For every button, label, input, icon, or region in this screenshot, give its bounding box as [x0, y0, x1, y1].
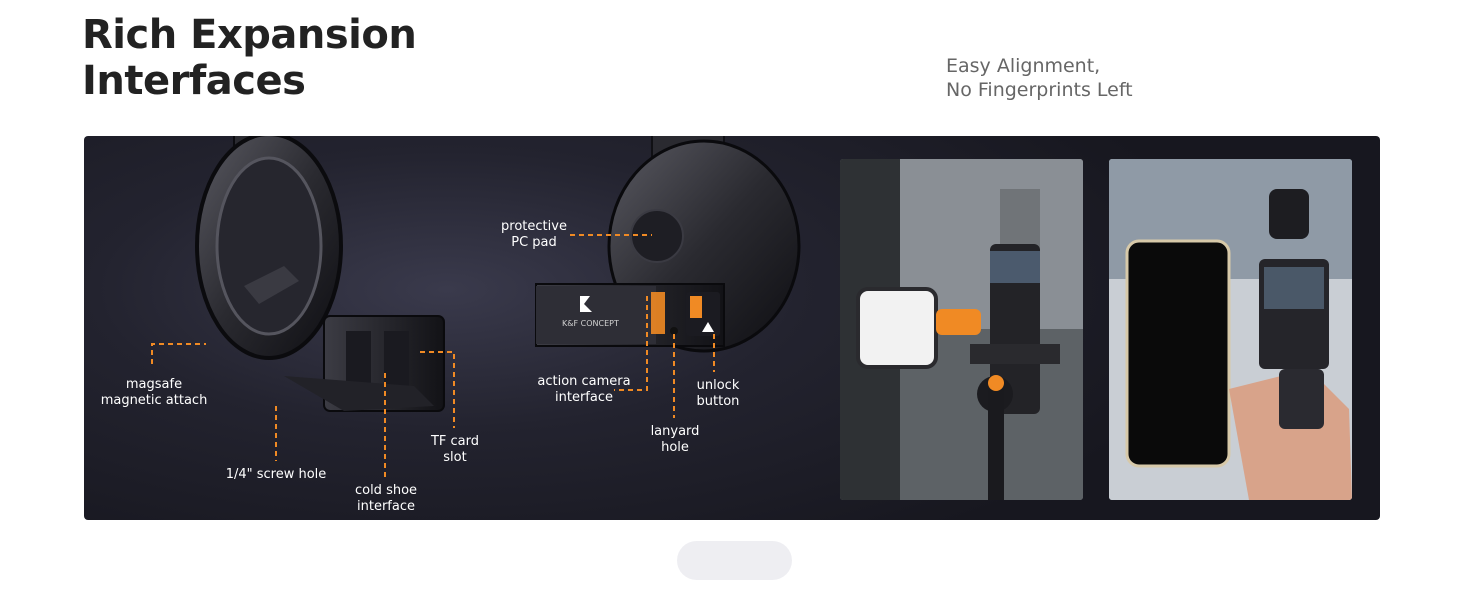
label-cold-shoe: cold shoe interface — [354, 483, 418, 514]
brand-text: K&F CONCEPT — [562, 319, 619, 328]
kf-logo-icon — [580, 296, 592, 312]
tagline-line-2: No Fingerprints Left — [946, 79, 1133, 101]
callout-lines — [151, 234, 715, 481]
label-unlock-button: unlock button — [696, 378, 740, 409]
feature-banner: K&F CONCEPT magsafe magnetic attach 1/4"… — [84, 136, 1380, 520]
photo-handheld-phone — [1109, 159, 1352, 500]
label-screw-hole: 1/4" screw hole — [225, 467, 327, 482]
title-line-1: Rich Expansion — [82, 12, 417, 58]
photo-tripod-setup — [840, 159, 1083, 500]
label-action-camera: action camera interface — [537, 374, 631, 405]
title-line-2: Interfaces — [82, 58, 306, 104]
scroll-pill[interactable] — [677, 541, 792, 580]
action-camera-mount-render: K&F CONCEPT — [535, 136, 801, 353]
tagline-line-1: Easy Alignment, — [946, 55, 1101, 77]
page-title: Rich Expansion Interfaces — [82, 12, 417, 104]
label-magsafe: magsafe magnetic attach — [100, 377, 208, 408]
label-protective-pad: protective PC pad — [501, 219, 567, 250]
magsafe-mount-render — [195, 136, 445, 412]
product-illustration: K&F CONCEPT — [151, 136, 801, 481]
tagline: Easy Alignment, No Fingerprints Left — [946, 54, 1133, 102]
label-lanyard-hole: lanyard hole — [650, 424, 700, 455]
label-tf-card: TF card slot — [430, 434, 480, 465]
